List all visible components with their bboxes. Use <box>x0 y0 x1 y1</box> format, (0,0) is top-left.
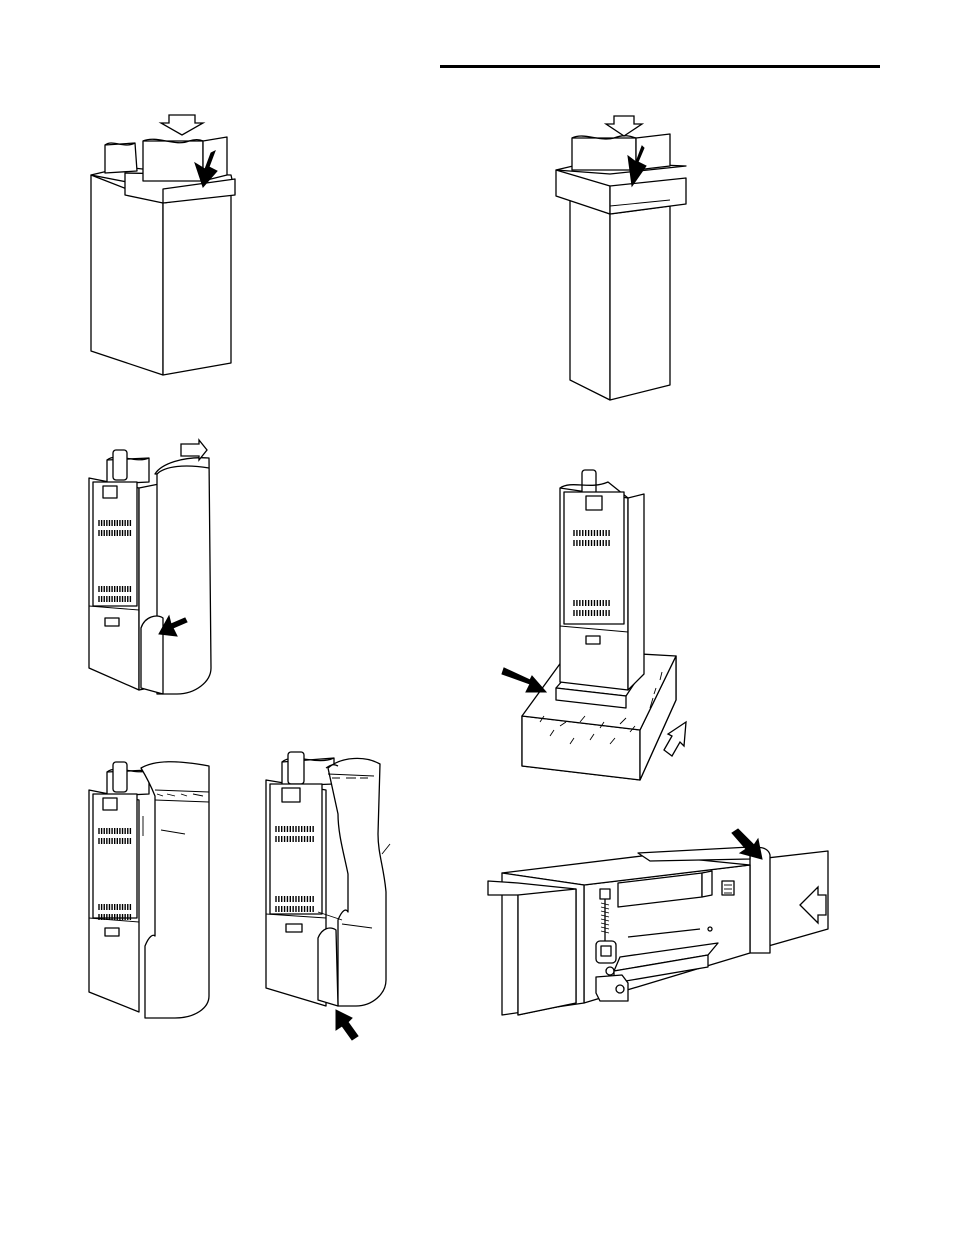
furnace-on-platform-illustration <box>500 460 690 785</box>
header-rule <box>440 65 880 68</box>
downflow-cabinet-plenum-illustration <box>550 110 700 405</box>
upflow-cabinet-plenum-illustration <box>85 105 245 385</box>
furnace-side-return-illustration <box>85 438 220 700</box>
furnace-side-panel-return-illustration <box>85 756 220 1018</box>
furnace-side-return-alternate-illustration <box>262 744 397 1044</box>
horizontal-furnace-illustration <box>488 825 833 1020</box>
